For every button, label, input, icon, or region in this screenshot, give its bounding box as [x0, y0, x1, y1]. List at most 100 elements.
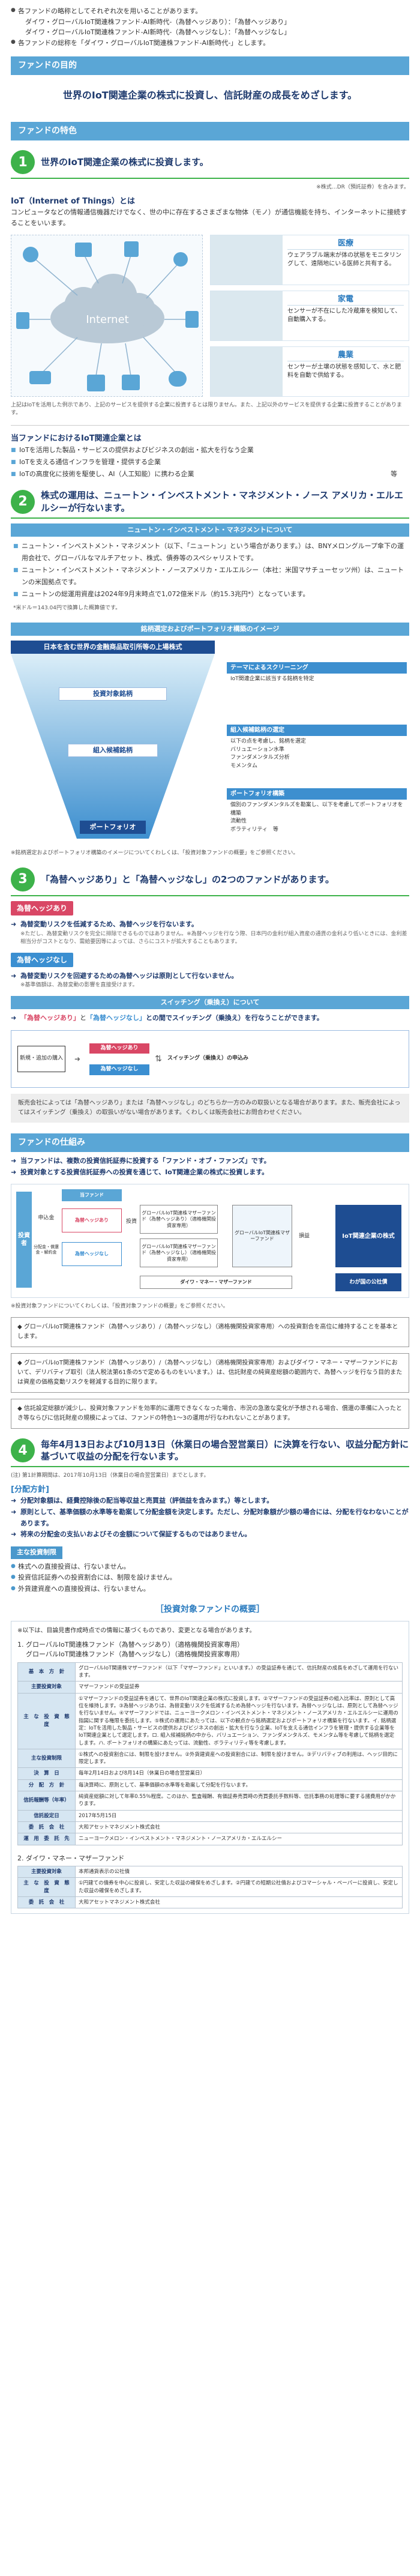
structure-line: 当ファンドは、複数の投資信託証券に投資する「ファンド・オブ・ファンズ」です。	[11, 1156, 409, 1167]
intro-bullet: 各ファンドの総称を「ダイワ・グローバルIoT関連株ファンド-AI新時代-」としま…	[11, 38, 409, 49]
device-icons	[16, 241, 199, 391]
music-icon	[124, 241, 139, 257]
definition-title: 当ファンドにおけるIoT関連企業とは	[11, 433, 142, 443]
row-key: 運 用 委 託 先	[17, 1833, 76, 1845]
row-key: 基 本 方 針	[17, 1662, 76, 1682]
step-number-badge: 3	[11, 867, 35, 891]
row-key: 委 託 会 社	[17, 1896, 76, 1909]
distribution-note: (注) 第1計算期間は、2017年10月13日（休業日の場合翌営業日）までとしま…	[11, 1473, 209, 1479]
switch-hedge-box: 為替ヘッジあり	[89, 1043, 149, 1054]
switch-request-label: スイッチング（乗換え）の申込み	[167, 1055, 249, 1062]
iot-devices-graphic: Internet	[16, 241, 199, 391]
example-photo	[211, 346, 283, 396]
intro-notes: 各ファンドの略称としてそれぞれ次を用いることがあります。 ダイワ・グローバルIo…	[11, 0, 409, 48]
definition-suffix: 等	[391, 469, 397, 478]
nohedge-text: 為替変動リスクを回避するための為替ヘッジは原則として行ないません。	[11, 971, 409, 982]
fx-note: *米ドル＝143.04円で換算した概算値です。	[13, 605, 121, 612]
fund-structure-diagram: 投資者 申込金 分配金・償還金・解約金 当ファンド 為替ヘッジあり 為替ヘッジな…	[11, 1184, 409, 1299]
overview-panel: ※以下は、目論見書作成時点での情報に基づくものであり、変更となる場合があります。…	[11, 1620, 409, 1914]
fund-hedge-box: 為替ヘッジあり	[62, 1208, 122, 1233]
bulb-icon	[23, 246, 38, 262]
iot-title: IoT（Internet of Things）とは	[11, 196, 135, 206]
intro-bullet: 各ファンドの略称としてそれぞれ次を用いることがあります。	[11, 6, 409, 17]
fund-nohedge-box: 為替ヘッジなし	[62, 1242, 122, 1267]
calendar-icon	[87, 374, 105, 391]
definition-item: IoTの高度化に技術を駆使し、AI（人工知能）に携わる企業 等	[11, 468, 409, 480]
stage-candidates: 組入候補銘柄	[68, 744, 158, 758]
definition-text: IoTの高度化に技術を駆使し、AI（人工知能）に携わる企業	[19, 469, 194, 478]
example-title: 医療	[287, 238, 404, 250]
structure-header: ファンドの仕組み	[11, 1133, 409, 1152]
purpose-header: ファンドの目的	[11, 56, 409, 76]
arrow-right-icon: ➜	[74, 1055, 81, 1063]
select-item: バリュエーション水準	[230, 746, 284, 753]
step-number-badge: 2	[11, 489, 35, 514]
nohedge-note: ※基準価額は、為替変動の影響を直接受けます。	[20, 982, 138, 989]
diamond-icon: ◆	[17, 1405, 22, 1412]
investor-box: 投資者	[16, 1192, 32, 1288]
candidate-selection: 組入候補銘柄の選定 以下の点を考慮し、銘柄を選定 バリュエーション水準 ファンダ…	[227, 725, 407, 772]
table-row: 基 本 方 針グローバルIoT関連株マザーファンド（以下「マザーファンド」といい…	[17, 1662, 403, 1682]
manager-bar: ニュートン・インベストメント・マネジメントについて	[11, 523, 409, 537]
example-photo	[211, 235, 283, 285]
limit-item: 投資信託証券への投資割合には、制限を設けません。	[11, 1572, 409, 1584]
build-item: 流動性	[230, 818, 247, 825]
limit-item: 外貨建資産への直接投資は、行ないません。	[11, 1584, 409, 1595]
features-header: ファンドの特色	[11, 122, 409, 141]
diamond-icon: ◆	[17, 1359, 22, 1366]
row-value: マザーファンドの受益証券	[75, 1681, 403, 1694]
row-key: 分 配 方 針	[17, 1779, 76, 1792]
select-item: モメンタム	[230, 762, 258, 769]
step-number-badge: 4	[11, 1438, 35, 1463]
table-row: 分 配 方 針毎決算時に、原則として、基準価額の水準等を勘案して分配を行ないます…	[17, 1779, 403, 1792]
universe-bar: 日本を含む世界の金融商品取引所等の上場株式	[11, 641, 215, 654]
example-title: 家電	[287, 294, 404, 306]
feature-2-heading: 2 株式の運用は、ニュートン・インベストメント・マネジメント・ノース アメリカ・…	[11, 489, 409, 514]
fund-name: 2. ダイワ・マネー・マザーファンド	[17, 1854, 125, 1862]
invest-label: 投資	[125, 1219, 137, 1225]
structure-note: ※投資対象ファンドについてくわしくは、「投資対象ファンドの概要」をご参照ください…	[11, 1303, 229, 1310]
iot-illustration: Internet	[11, 234, 409, 397]
row-value: 毎決算時に、原則として、基準価額の水準等を勘案して分配を行ないます。	[75, 1779, 403, 1792]
row-value: ニューヨークメロン・インベストメント・マネジメント・ノースアメリカ・エルエルシー	[75, 1833, 403, 1845]
theme-head: テーマによるスクリーニング	[227, 662, 407, 674]
overview-table-1: 基 本 方 針グローバルIoT関連株マザーファンド（以下「マザーファンド」といい…	[17, 1662, 403, 1845]
table-row: 主要投資対象本邦通貨表示の公社債	[17, 1866, 403, 1878]
row-key: 主要投資対象	[17, 1681, 76, 1694]
car-icon	[29, 370, 51, 384]
clock-icon	[169, 370, 187, 387]
row-value: 純資産総額に対して年率0.55％程度。このほか、監査報酬、有価証券売買時の売買委…	[75, 1791, 403, 1811]
phone-icon	[16, 312, 29, 329]
table-row: 運 用 委 託 先ニューヨークメロン・インベストメント・マネジメント・ノースアメ…	[17, 1833, 403, 1845]
feature-1-heading: 1 世界のIoT関連企業の株式に投資します。	[11, 150, 409, 175]
definition-item: IoTを支える通信インフラを管理・提供する企業	[11, 456, 409, 468]
switching-bar: スイッチング（乗換え）について	[11, 995, 409, 1010]
row-value: 大和アセットマネジメント株式会社	[75, 1821, 403, 1834]
build-item: 個別のファンダメンタルズを勘案し、以下を考慮してポートフォリオを構築	[230, 802, 403, 816]
watch-icon	[185, 310, 199, 328]
selection-funnel: 日本を含む世界の金融商品取引所等の上場株式 投資対象銘柄 組入候補銘柄 ポートフ…	[11, 641, 409, 845]
switching-note: 販売会社によっては「為替ヘッジあり」または「為替ヘッジなし」のどちらか一方のみの…	[11, 1094, 409, 1123]
overview-title: ［投資対象ファンドの概要］	[155, 1604, 265, 1614]
row-value: 本邦通貨表示の公社債	[75, 1866, 403, 1878]
feature-3-heading: 3 「為替ヘッジあり」と「為替ヘッジなし」の2つのファンドがあります。	[11, 867, 409, 891]
process-note: ※銘柄選定およびポートフォリオ構築のイメージについてくわしくは、「投資対象ファン…	[11, 850, 299, 857]
policy-label: [分配方針]	[11, 1485, 49, 1494]
row-value: 毎年2月14日および8月14日（休業日の場合翌営業日）	[75, 1767, 403, 1780]
overview-note: ※以下は、目論見書作成時点での情報に基づくものであり、変更となる場合があります。	[17, 1627, 256, 1634]
table-row: 委 託 会 社大和アセットマネジメント株式会社	[17, 1821, 403, 1834]
row-value: ①株式への投資割合には、制限を設けません。②外貨建資産への投資割合には、制限を設…	[75, 1748, 403, 1769]
iot-description: コンピュータなどの情報通信機器だけでなく、世の中に存在するさまざまな物体（モノ）…	[11, 208, 407, 227]
row-value: ①マザーファンドの受益証券を通じて、世界のIoT関連企業の株式に投資します。②マ…	[75, 1692, 403, 1749]
feature-4-heading: 4 毎年4月13日および10月13日（休業日の場合翌営業日）に決算を行ない、収益…	[11, 1438, 409, 1463]
row-key: 主な投資制限	[17, 1748, 76, 1769]
target-fund-nohedge: グローバルIoT関連株マザーファンド（為替ヘッジなし）（適格機関投資家専用）	[140, 1238, 218, 1268]
page: 各ファンドの略称としてそれぞれ次を用いることがあります。 ダイワ・グローバルIo…	[0, 0, 420, 1932]
intro-sub: ダイワ・グローバルIoT関連株ファンド-AI新時代-（為替ヘッジなし）：「為替ヘ…	[25, 28, 291, 37]
build-head: ポートフォリオ構築	[227, 788, 407, 800]
hedge-label: 為替ヘッジあり	[11, 900, 74, 915]
target-fund-hedge: グローバルIoT関連株マザーファンド（為替ヘッジあり）（適格機関投資家専用）	[140, 1205, 218, 1234]
